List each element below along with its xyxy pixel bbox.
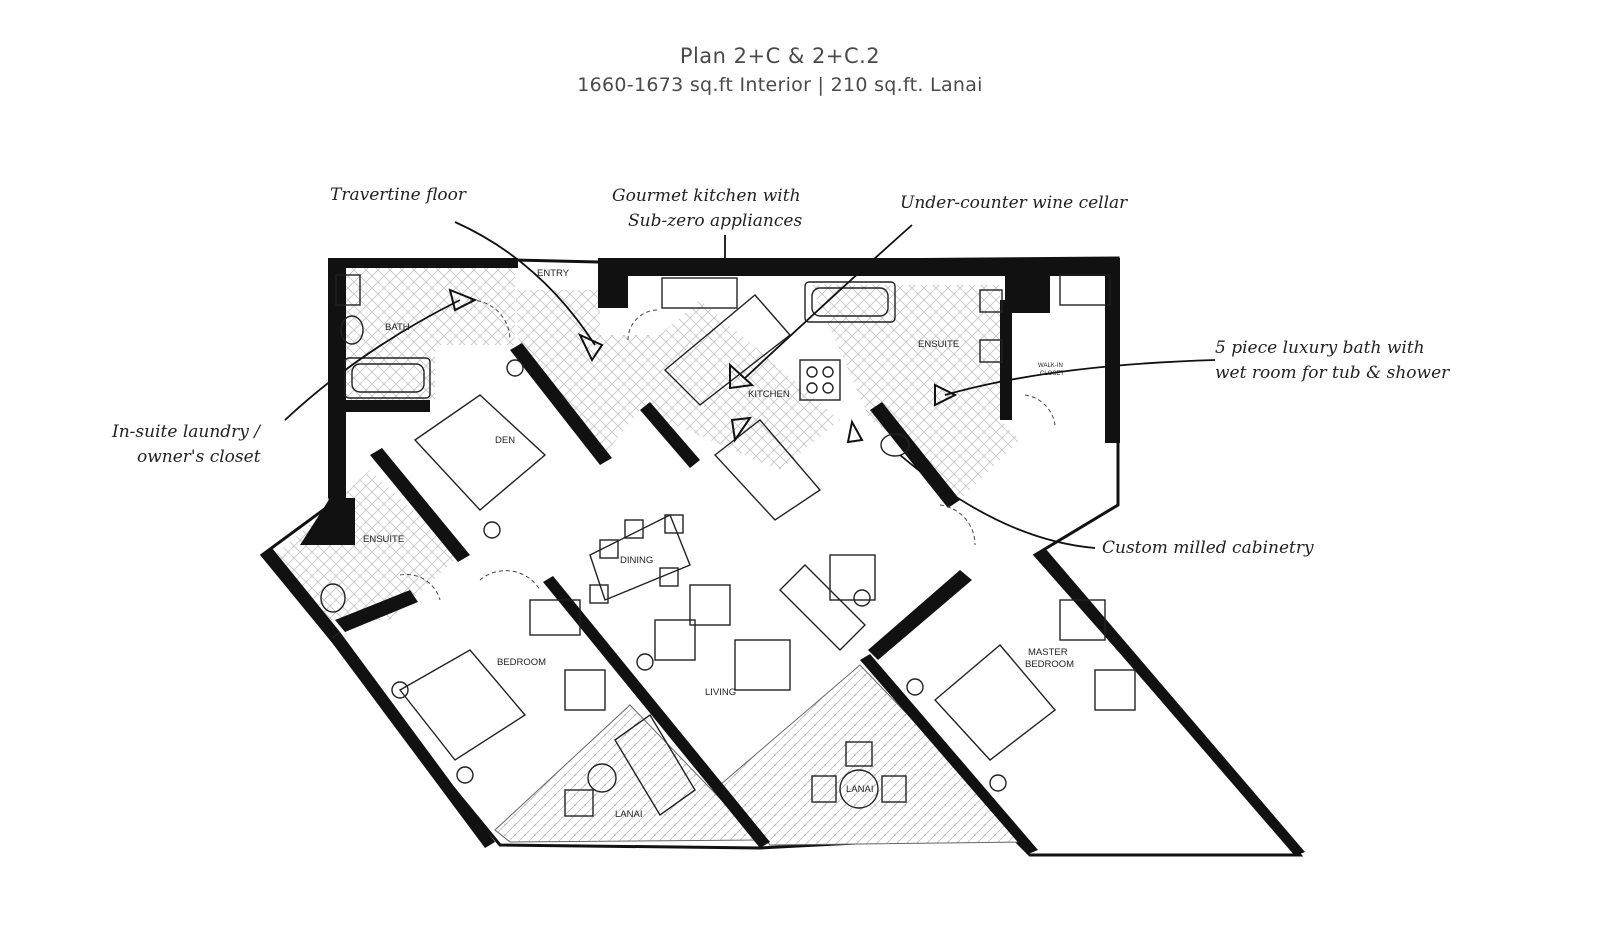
room-label-entry: ENTRY (537, 268, 570, 279)
cooktop (799, 359, 841, 401)
room-label-kitchen: KITCHEN (748, 389, 790, 400)
plan-title: Plan 2+C & 2+C.2 (679, 44, 881, 68)
kitchen-island (713, 419, 822, 521)
toilet-ensuite (320, 583, 346, 613)
coffee-table (734, 639, 791, 691)
washer-dryer (1059, 274, 1111, 306)
master-dresser (1059, 599, 1106, 641)
annotation-laundry-2: owner's closet (137, 447, 261, 467)
room-label-living: LIVING (705, 687, 736, 698)
room-label-master-1: MASTER (1028, 647, 1068, 658)
annotation-wine: Under-counter wine cellar (900, 193, 1128, 213)
annotation-kitchen-2: Sub-zero appliances (628, 211, 803, 231)
room-label-den: DEN (495, 435, 515, 446)
lanai-chair-top (845, 741, 873, 767)
walls (262, 258, 1305, 856)
bedroom-dresser (529, 599, 581, 636)
fixtures (320, 274, 1136, 817)
room-label-walkin-1: WALK-IN (1038, 363, 1063, 369)
annotation-kitchen-1: Gourmet kitchen with (612, 186, 801, 206)
room-labels: ENTRY BATH DEN KITCHEN ENSUITE WALK-IN C… (363, 268, 1074, 820)
annotation-bath-1: 5 piece luxury bath with (1215, 338, 1425, 358)
living-sofa (779, 564, 866, 651)
annotation-travertine: Travertine floor (330, 185, 467, 205)
travertine-zones (270, 268, 1020, 620)
sink-master-1 (979, 289, 1003, 313)
room-label-lanai-left: LANAI (615, 809, 642, 820)
master-chair (1094, 669, 1136, 711)
room-label-lanai-center: LANAI (846, 784, 873, 795)
annotation-cabinetry: Custom milled cabinetry (1102, 538, 1314, 558)
room-label-dining: DINING (620, 555, 653, 566)
sink-left (335, 274, 361, 306)
bedroom-chair (564, 669, 606, 711)
armchair-1 (689, 584, 731, 626)
dining-chair (599, 539, 619, 559)
lanai-lounger (614, 713, 696, 817)
bedroom-bed (398, 649, 527, 761)
bathtub-left (344, 357, 431, 399)
room-label-ensuite-left: ENSUITE (363, 534, 404, 545)
lanai-chair-left (564, 789, 594, 817)
lanai-table-center (839, 769, 879, 809)
door-swings (399, 299, 1056, 601)
toilet-master (880, 433, 910, 457)
annotation-bath-2: wet room for tub & shower (1215, 363, 1450, 383)
lanai-table-left (587, 763, 617, 793)
annotation-laundry-1: In-suite laundry / (112, 422, 261, 442)
room-label-bedroom: BEDROOM (497, 657, 546, 668)
room-label-bath: BATH (385, 322, 410, 333)
room-label-ensuite-master: ENSUITE (918, 339, 959, 350)
room-label-master-2: BEDROOM (1025, 659, 1074, 670)
armchair-2 (654, 619, 696, 661)
living-side-table (829, 554, 876, 601)
den-sofa (413, 394, 547, 511)
kitchen-counter-top (661, 277, 738, 309)
room-label-walkin-2: CLOSET (1040, 371, 1064, 377)
plan-subtitle: 1660-1673 sq.ft Interior | 210 sq.ft. La… (577, 74, 983, 96)
master-bed (933, 644, 1057, 761)
sink-master-2 (979, 339, 1003, 363)
toilet-left (340, 315, 364, 345)
leader-lines (284, 221, 1216, 549)
